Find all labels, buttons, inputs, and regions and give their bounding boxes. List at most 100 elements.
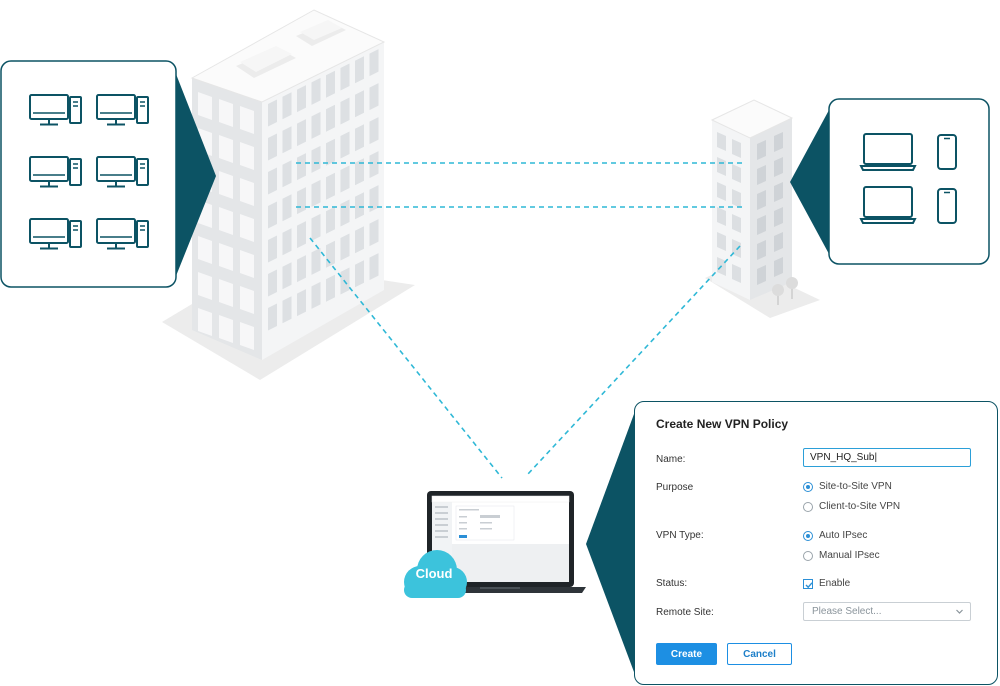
window	[757, 165, 766, 185]
status-enable-checkbox[interactable]: Enable	[803, 578, 850, 589]
create-vpn-policy-dialog: Create New VPN Policy Name: Purpose Site…	[634, 401, 998, 685]
window	[369, 83, 379, 111]
window	[757, 240, 766, 260]
radio-unselected-icon[interactable]	[803, 550, 813, 561]
window	[268, 167, 277, 195]
window	[340, 233, 350, 261]
window	[355, 226, 364, 254]
dialog-title: Create New VPN Policy	[656, 417, 789, 431]
window	[757, 190, 766, 210]
name-label: Name:	[656, 454, 686, 465]
branch-right-windows	[757, 132, 783, 285]
window	[240, 286, 254, 314]
name-input[interactable]	[803, 448, 971, 467]
window	[240, 250, 254, 278]
window	[717, 182, 726, 201]
window	[240, 142, 254, 170]
window	[757, 265, 766, 285]
branch-devices-panel	[828, 98, 990, 265]
checkbox-checked-icon[interactable]	[803, 578, 813, 589]
window	[282, 160, 292, 188]
cancel-button[interactable]: Cancel	[727, 643, 792, 665]
remote-site-placeholder: Please Select...	[812, 606, 882, 617]
window	[240, 322, 254, 350]
window	[732, 214, 741, 233]
window	[282, 296, 292, 324]
window	[282, 92, 292, 120]
window	[311, 179, 321, 207]
tunnel-branch-cloud	[527, 245, 741, 475]
window	[297, 255, 306, 283]
hq-panel-connector	[176, 74, 216, 276]
vpn-tunnels	[296, 162, 742, 479]
window	[369, 185, 379, 213]
window	[198, 92, 212, 120]
window	[268, 269, 277, 297]
purpose-option-label: Site-to-Site VPN	[819, 481, 892, 492]
window	[311, 77, 321, 105]
hq-left-windows	[198, 92, 254, 350]
window	[355, 56, 364, 84]
window	[268, 133, 277, 161]
vpn-type-option-auto-ipsec[interactable]: Auto IPsec	[803, 530, 867, 541]
window	[774, 232, 783, 252]
remote-site-select[interactable]: Please Select...	[803, 602, 971, 621]
window	[326, 206, 335, 234]
window	[369, 253, 379, 281]
remote-site-label: Remote Site:	[656, 607, 714, 618]
window	[355, 192, 364, 220]
window	[732, 189, 741, 208]
window	[369, 219, 379, 247]
status-option-label: Enable	[819, 578, 851, 589]
window	[757, 140, 766, 160]
window	[326, 70, 335, 98]
radio-selected-icon[interactable]	[803, 530, 813, 541]
vpn-type-option-manual-ipsec[interactable]: Manual IPsec	[803, 550, 880, 561]
window	[774, 207, 783, 227]
radio-unselected-icon[interactable]	[803, 501, 813, 512]
window	[355, 124, 364, 152]
window	[340, 199, 350, 227]
window	[717, 232, 726, 251]
window	[717, 157, 726, 176]
window	[369, 49, 379, 77]
purpose-option-site-to-site[interactable]: Site-to-Site VPN	[803, 481, 892, 492]
create-button[interactable]: Create	[656, 643, 717, 665]
window	[340, 63, 350, 91]
hq-devices-panel	[0, 60, 177, 288]
window	[282, 262, 292, 290]
window	[732, 139, 741, 158]
chevron-down-icon	[956, 609, 963, 614]
window	[297, 119, 306, 147]
window	[355, 158, 364, 186]
tunnel-hq-cloud	[309, 237, 503, 479]
window	[282, 126, 292, 154]
window	[268, 303, 277, 331]
hq-right-windows	[268, 49, 379, 331]
purpose-option-client-to-site[interactable]: Client-to-Site VPN	[803, 501, 900, 512]
window	[757, 215, 766, 235]
controller-laptop	[416, 491, 586, 593]
window	[311, 111, 321, 139]
window	[369, 117, 379, 145]
cloud-icon	[404, 550, 467, 598]
window	[240, 214, 254, 242]
window	[297, 153, 306, 181]
window	[198, 272, 212, 300]
window	[326, 274, 335, 302]
radio-selected-icon[interactable]	[803, 481, 813, 492]
window	[219, 315, 233, 343]
window	[326, 104, 335, 132]
vpn-type-label: VPN Type:	[656, 530, 704, 541]
window	[297, 221, 306, 249]
window	[774, 132, 783, 152]
vpn-type-option-label: Auto IPsec	[819, 530, 868, 541]
window	[355, 90, 364, 118]
window	[219, 99, 233, 127]
window	[219, 243, 233, 271]
window	[311, 145, 321, 173]
window	[355, 260, 364, 288]
window	[774, 157, 783, 177]
branch-panel-connector	[790, 110, 829, 254]
